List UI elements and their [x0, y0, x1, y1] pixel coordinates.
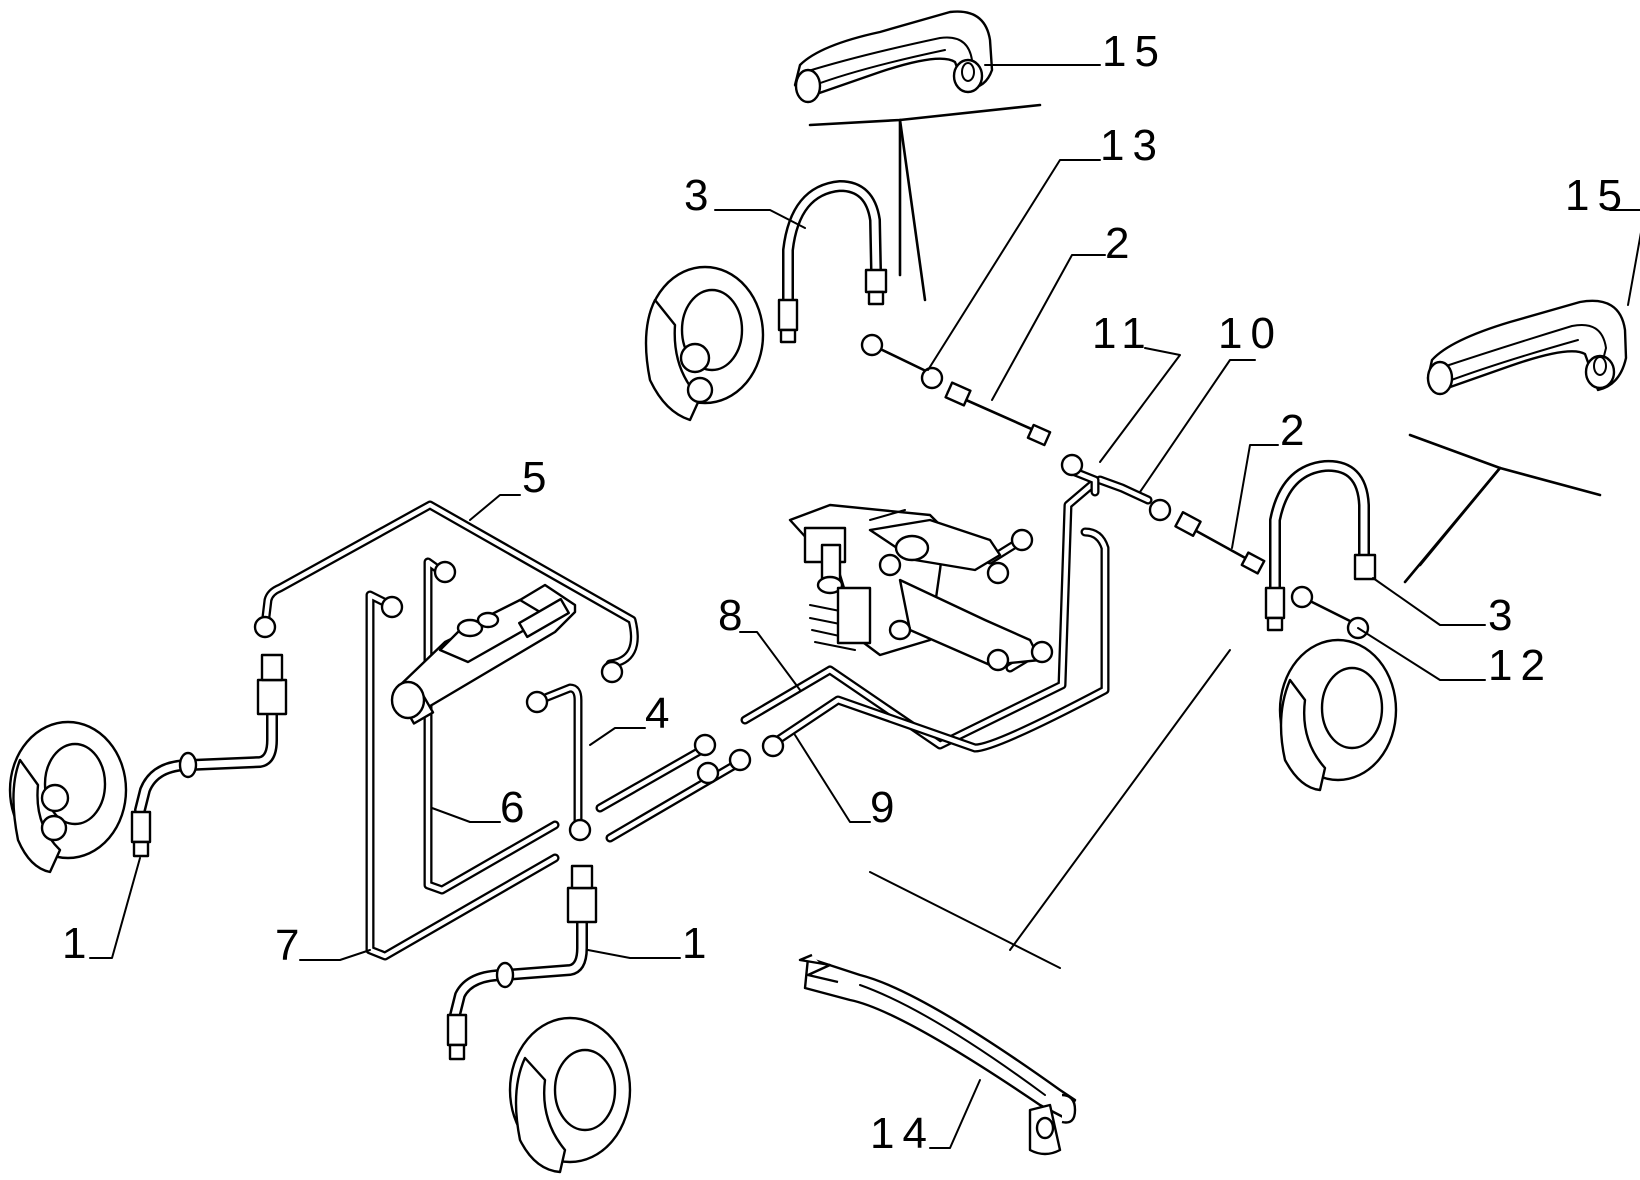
- front-hose-left: [130, 653, 288, 858]
- joint-markers: [253, 333, 1370, 842]
- callout-5: 5: [522, 453, 554, 502]
- callout-3-upper: 3: [684, 171, 716, 220]
- brake-disc-right: [1278, 638, 1398, 792]
- callout-12: 12: [1488, 641, 1553, 690]
- callout-7: 7: [275, 921, 307, 970]
- rear-hose-left: [777, 180, 888, 344]
- rear-hose-right: [1264, 459, 1377, 632]
- callout-4: 4: [645, 689, 677, 738]
- pipe-guard-right: [1426, 299, 1628, 396]
- pipe-guard-top: [793, 10, 994, 104]
- callout-15-right: 15: [1565, 171, 1630, 220]
- callout-9: 9: [870, 783, 902, 832]
- cable-guard: [798, 953, 1077, 1156]
- callout-1-lower: 1: [682, 919, 714, 968]
- pressure-regulator-valve: [788, 503, 1042, 667]
- brake-disc-left: [8, 720, 128, 874]
- brake-pipes: [260, 467, 1153, 961]
- callout-13: 13: [1100, 121, 1165, 170]
- brake-disc-upper-left: [644, 265, 765, 422]
- master-cylinder: [390, 583, 577, 725]
- leader-lines: [89, 64, 1640, 1149]
- callout-14: 14: [870, 1109, 935, 1158]
- front-hose-right: [446, 864, 598, 1061]
- callout-10: 10: [1218, 309, 1283, 358]
- callout-2-upper: 2: [1105, 219, 1137, 268]
- callout-2-right: 2: [1280, 406, 1312, 455]
- callout-8: 8: [718, 591, 750, 640]
- guard-bracket-lines: [808, 103, 1602, 584]
- callout-1-left: 1: [62, 919, 94, 968]
- callout-6: 6: [500, 783, 532, 832]
- callout-labels: 15 13 3 15 2 11 10 5 2 8 3 12 4 6 9 1 7 …: [62, 27, 1630, 1158]
- callout-15-top: 15: [1102, 27, 1167, 76]
- union-pipe-right: [1174, 511, 1266, 575]
- callout-3-right: 3: [1488, 591, 1520, 640]
- callout-11: 11: [1092, 309, 1154, 358]
- union-pipe-upper: [944, 381, 1052, 447]
- brake-disc-lower: [508, 1016, 632, 1174]
